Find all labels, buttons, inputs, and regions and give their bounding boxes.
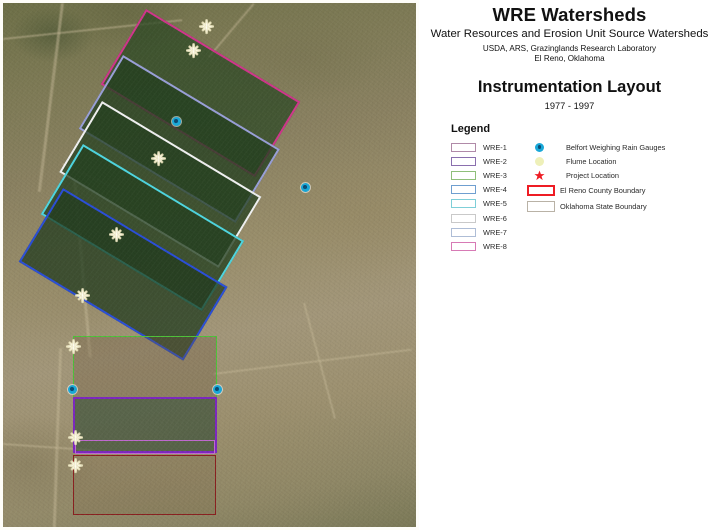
watershed-swatch-icon	[451, 213, 476, 223]
star-icon-wrap	[527, 170, 559, 181]
rain-gauge-marker[interactable]	[67, 384, 77, 394]
legend-label: WRE-6	[483, 213, 507, 223]
legend-item-wre-8[interactable]: WRE-8	[451, 239, 507, 253]
aerial-imagery	[3, 3, 416, 527]
map-surround-panel: WRE Watersheds Water Resources and Erosi…	[419, 0, 720, 530]
rain-gauge-marker[interactable]	[171, 116, 181, 126]
watershed-polygon-wre-2-inner	[75, 440, 215, 454]
legend-item-rain-gauges[interactable]: Belfort Weighing Rain Gauges	[527, 140, 665, 154]
legend-item-county-boundary[interactable]: El Reno County Boundary	[527, 183, 665, 199]
legend-label: Belfort Weighing Rain Gauges	[566, 142, 666, 152]
legend-label: El Reno County Boundary	[560, 186, 646, 196]
organization: USDA, ARS, Grazinglands Research Laborat…	[482, 43, 657, 53]
watershed-polygon-wre-3[interactable]	[73, 336, 217, 398]
legend-item-flume[interactable]: Flume Location	[527, 154, 665, 168]
watershed-swatch-icon	[451, 170, 476, 180]
legend-label: WRE-4	[483, 185, 507, 195]
legend: Legend WRE-1 WRE-2 WRE-3 WRE-4	[435, 123, 720, 251]
legend-item-wre-3[interactable]: WRE-3	[451, 168, 507, 182]
map-title: WRE Watersheds	[492, 4, 647, 25]
watershed-swatch-icon	[451, 156, 476, 166]
watershed-swatch-icon	[451, 185, 476, 195]
layout-title: Instrumentation Layout	[477, 77, 662, 96]
title-block: WRE Watersheds Water Resources and Erosi…	[419, 0, 720, 111]
flume-icon	[535, 156, 544, 166]
flume-location-marker[interactable]	[199, 19, 214, 34]
field-track	[52, 348, 62, 527]
watershed-swatch-icon	[451, 227, 476, 237]
legend-item-wre-7[interactable]: WRE-7	[451, 225, 507, 239]
legend-item-wre-2[interactable]: WRE-2	[451, 154, 507, 168]
legend-label: WRE-2	[483, 156, 507, 166]
legend-label: WRE-7	[483, 227, 507, 237]
watershed-swatch-icon	[451, 241, 476, 251]
watershed-polygon-wre-2[interactable]	[73, 397, 217, 453]
legend-item-state-boundary[interactable]: Oklahoma State Boundary	[527, 199, 665, 215]
legend-label: Project Location	[566, 170, 619, 180]
aerial-photo-panel	[0, 0, 419, 530]
map-subtitle: Water Resources and Erosion Unit Source …	[430, 27, 709, 40]
field-track	[37, 3, 64, 192]
watershed-swatch-icon	[451, 142, 476, 152]
flume-icon-wrap	[527, 156, 559, 166]
rain-gauge-icon	[535, 142, 544, 152]
state-boundary-swatch-icon	[527, 201, 555, 213]
legend-label: Flume Location	[566, 156, 617, 166]
legend-item-project-location[interactable]: Project Location	[527, 168, 665, 182]
legend-symbol-column: Belfort Weighing Rain Gauges Flume Locat…	[527, 140, 665, 215]
location-line: El Reno, Oklahoma	[534, 54, 605, 64]
legend-label: WRE-5	[483, 199, 507, 209]
legend-item-wre-5[interactable]: WRE-5	[451, 197, 507, 211]
watershed-polygon-wre-1[interactable]	[73, 455, 216, 515]
county-boundary-swatch-icon	[527, 185, 555, 197]
star-icon	[534, 170, 545, 181]
legend-label: Oklahoma State Boundary	[560, 202, 647, 212]
legend-label: WRE-3	[483, 170, 507, 180]
watershed-swatch-icon	[451, 199, 476, 209]
legend-item-wre-6[interactable]: WRE-6	[451, 211, 507, 225]
legend-item-wre-1[interactable]: WRE-1	[451, 140, 507, 154]
rain-gauge-icon-wrap	[527, 142, 559, 152]
field-track	[213, 348, 412, 375]
rain-gauge-marker[interactable]	[300, 182, 310, 192]
legend-label: WRE-8	[483, 241, 507, 251]
legend-heading: Legend	[451, 123, 491, 135]
legend-item-wre-4[interactable]: WRE-4	[451, 183, 507, 197]
legend-label: WRE-1	[483, 142, 507, 152]
rain-gauge-marker[interactable]	[212, 384, 222, 394]
legend-watershed-column: WRE-1 WRE-2 WRE-3 WRE-4 WRE-5	[451, 140, 507, 254]
year-range: 1977 - 1997	[544, 100, 595, 111]
field-track	[303, 302, 336, 419]
